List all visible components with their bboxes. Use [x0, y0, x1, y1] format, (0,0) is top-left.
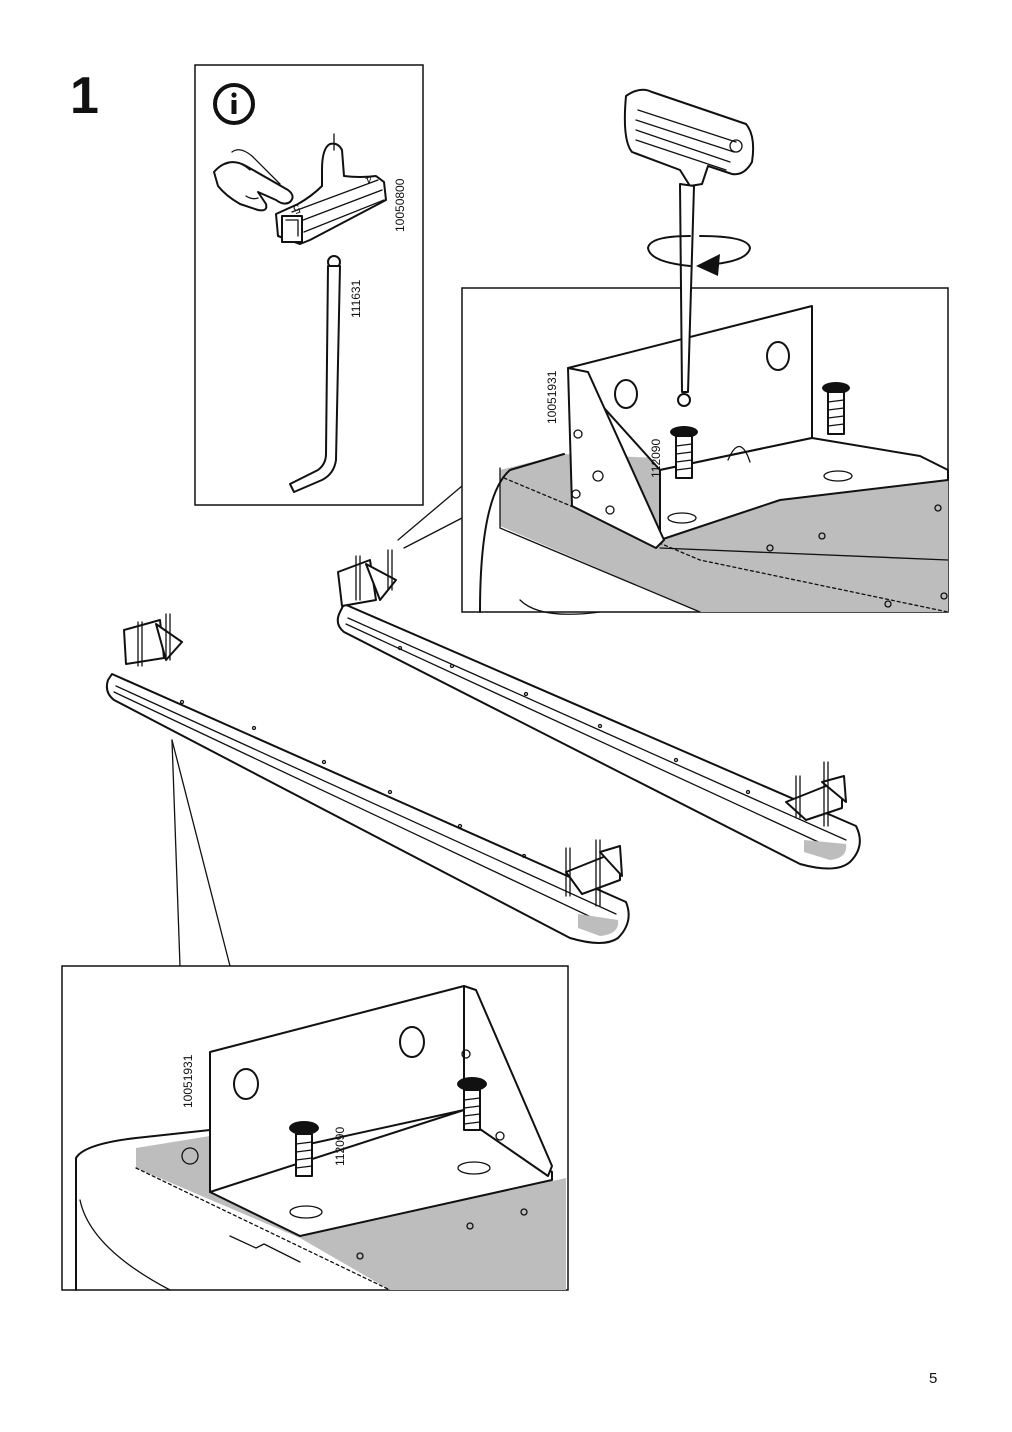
lower-rail — [105, 613, 630, 967]
screw-left — [670, 426, 698, 479]
pointing-hand-icon — [213, 149, 294, 212]
page-number: 5 — [929, 1370, 938, 1387]
top-bracket-part-number: 10051931 — [545, 370, 559, 424]
size-label-5: 5 — [291, 201, 302, 217]
bottom-screw-part-number: 112090 — [333, 1127, 347, 1166]
upper-rail — [336, 549, 861, 870]
top-screw-part-number: 112090 — [649, 439, 663, 478]
bottom-screw-right — [457, 1077, 487, 1131]
bottom-screw-left — [289, 1121, 319, 1177]
key-part-number: 111631 — [349, 279, 363, 318]
info-panel: 5 4 10050800 111631 — [194, 64, 424, 506]
allen-key-icon — [289, 255, 341, 493]
step-number: 1 — [70, 67, 99, 125]
bottom-bracket-part-number: 10051931 — [181, 1054, 195, 1108]
t-handle-tool-icon — [275, 133, 387, 245]
size-label-4: 4 — [363, 171, 374, 187]
info-icon — [213, 83, 255, 125]
bottom-detail-callout: 10051931 112090 — [61, 965, 569, 1291]
clockwise-rotate-icon — [647, 235, 751, 276]
screw-right — [822, 382, 850, 435]
tool-part-number: 10050800 — [393, 178, 407, 232]
top-detail-callout: 10051931 112090 — [397, 287, 949, 615]
